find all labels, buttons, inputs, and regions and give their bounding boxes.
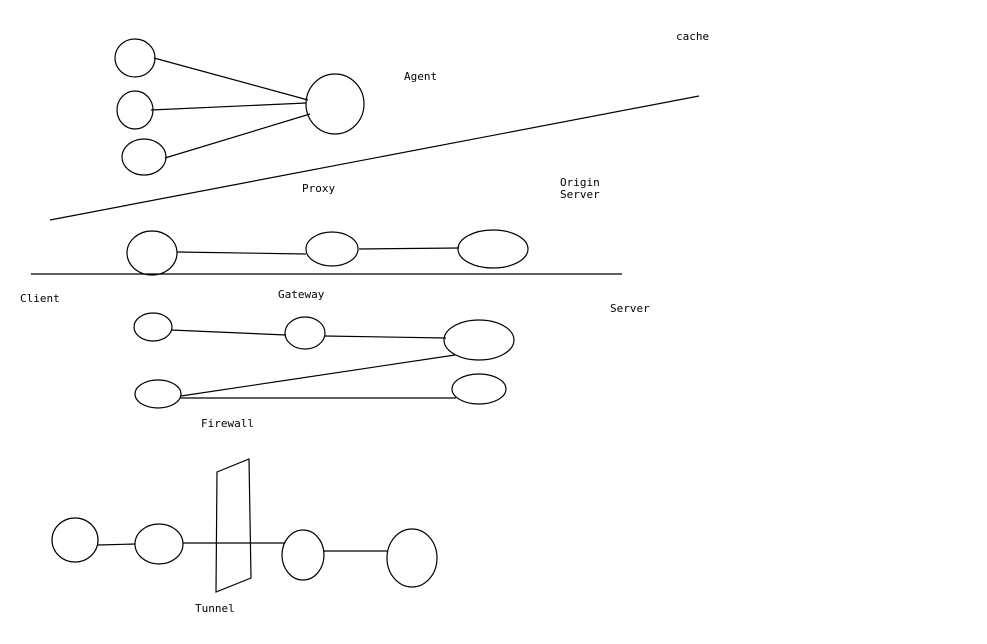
gateway-server-node-1 bbox=[443, 319, 515, 361]
gateway-client-node-1 bbox=[133, 312, 173, 342]
origin-server-node bbox=[457, 229, 529, 269]
gateway-node bbox=[284, 316, 326, 350]
proxy-group bbox=[126, 229, 529, 276]
label-gateway: Gateway bbox=[278, 288, 325, 301]
label-origin-line-2: Server bbox=[560, 188, 600, 201]
proxy-link-1 bbox=[176, 251, 307, 255]
agent-group bbox=[114, 38, 365, 176]
agent-link-3 bbox=[164, 113, 311, 159]
gateway-client-node-2 bbox=[134, 379, 182, 409]
tunnel-client-node bbox=[51, 517, 99, 563]
proxy-node bbox=[305, 231, 359, 267]
label-proxy: Proxy bbox=[302, 182, 335, 195]
label-origin-line-1: Origin bbox=[560, 176, 600, 189]
label-agent: Agent bbox=[404, 70, 437, 83]
agent-client-node-3 bbox=[121, 138, 167, 176]
tunnel-node-2 bbox=[281, 529, 325, 581]
gateway-server-node-2 bbox=[451, 373, 507, 405]
cache-divider-line bbox=[49, 95, 700, 221]
proxy-link-2 bbox=[358, 247, 460, 250]
tunnel-link-1 bbox=[97, 543, 136, 546]
tunnel-server-node bbox=[386, 528, 438, 588]
agent-link-2 bbox=[150, 102, 307, 111]
gateway-link-3 bbox=[180, 354, 456, 397]
tunnel-node-1 bbox=[134, 523, 184, 565]
gateway-link-2 bbox=[324, 335, 447, 339]
firewall-shape bbox=[215, 458, 252, 593]
label-cache: cache bbox=[676, 30, 709, 43]
label-tunnel: Tunnel bbox=[195, 602, 235, 615]
agent-hub-node bbox=[305, 73, 365, 135]
agent-client-node-2 bbox=[116, 90, 154, 130]
label-server: Server bbox=[610, 302, 650, 315]
proxy-client-node bbox=[126, 230, 178, 276]
tunnel-group bbox=[51, 458, 438, 593]
gateway-group bbox=[133, 312, 515, 409]
gateway-link-1 bbox=[170, 329, 287, 336]
label-firewall: Firewall bbox=[201, 417, 254, 430]
agent-client-node-1 bbox=[114, 38, 156, 78]
agent-link-1 bbox=[153, 57, 309, 101]
label-client: Client bbox=[20, 292, 60, 305]
